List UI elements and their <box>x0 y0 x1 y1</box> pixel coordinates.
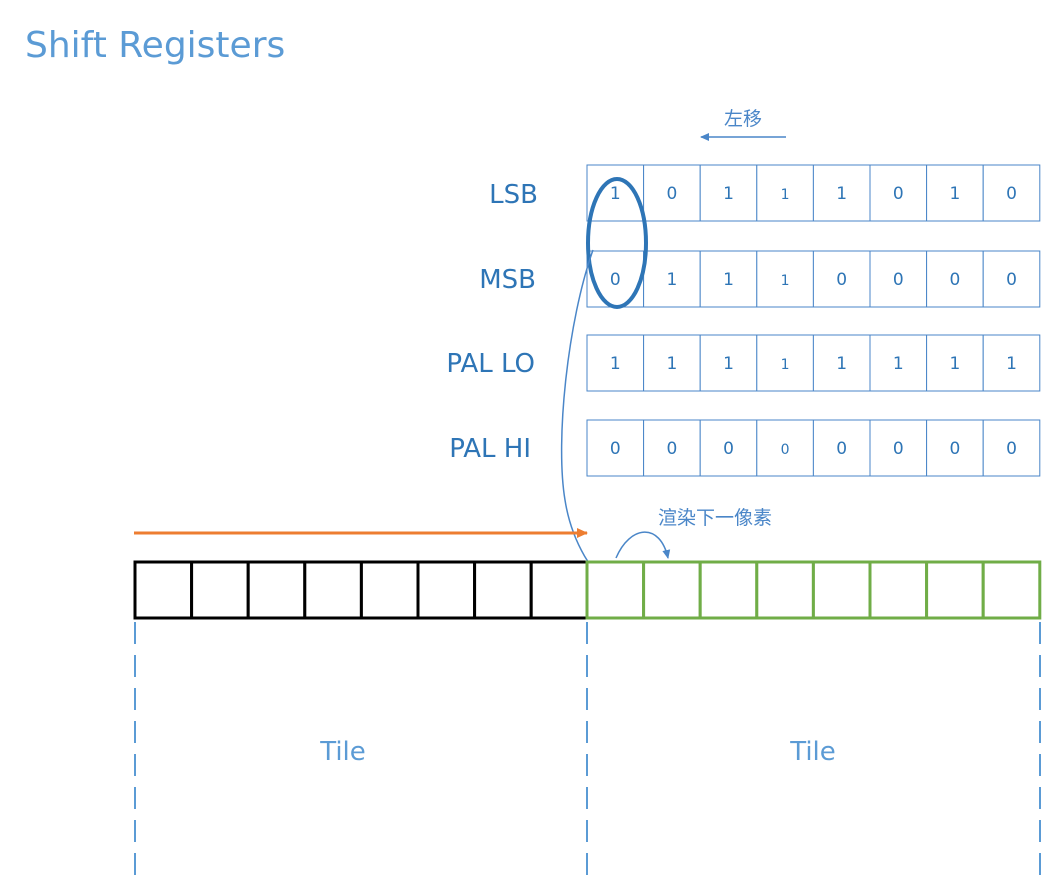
register-cell-msb-2 <box>699 250 758 308</box>
register-bit-pal-lo-3: 1 <box>781 357 790 373</box>
register-cell-msb-5 <box>869 250 928 308</box>
register-label-pal-hi: PAL HI <box>449 434 531 464</box>
tile-pixel-previous-4 <box>359 560 420 620</box>
register-cell-lsb-7 <box>982 164 1041 222</box>
register-cell-pal-hi-4 <box>812 419 871 477</box>
page-title: Shift Registers <box>25 25 285 66</box>
register-bit-pal-hi-5: 0 <box>893 439 904 459</box>
tile-pixel-previous-2 <box>246 560 307 620</box>
register-bit-pal-hi-6: 0 <box>949 439 960 459</box>
register-label-lsb: LSB <box>489 180 538 210</box>
render-next-pixel-arrow <box>615 531 671 559</box>
register-bit-msb-1: 1 <box>666 270 677 290</box>
register-cell-pal-lo-3 <box>756 334 814 392</box>
tile-pixel-current-3 <box>755 560 815 620</box>
tile-pixel-current-4 <box>811 560 872 620</box>
register-bit-pal-lo-1: 1 <box>666 354 677 374</box>
register-cells: 1 0 1 1 1 0 1 0 0 1 1 1 0 0 0 0 1 1 1 1 1 1 1 1 0 0 0 0 0 0 0 0 <box>586 164 1041 477</box>
register-bit-lsb-0: 1 <box>610 184 621 204</box>
register-bit-pal-hi-2: 0 <box>723 439 734 459</box>
register-bit-pal-hi-4: 0 <box>836 439 847 459</box>
register-bit-pal-hi-1: 0 <box>666 439 677 459</box>
register-bit-lsb-3: 1 <box>781 187 790 203</box>
register-bit-lsb-1: 0 <box>666 184 677 204</box>
render-next-pixel-note: 渲染下一像素 <box>658 507 772 529</box>
register-bit-msb-6: 0 <box>949 270 960 290</box>
register-bit-lsb-5: 0 <box>893 184 904 204</box>
register-cell-pal-lo-2 <box>699 334 758 392</box>
register-cell-pal-hi-6 <box>926 419 984 477</box>
register-cell-lsb-2 <box>699 164 758 222</box>
register-cell-lsb-5 <box>869 164 928 222</box>
register-cell-pal-lo-4 <box>812 334 871 392</box>
register-cell-msb-6 <box>926 250 984 308</box>
register-bit-msb-0: 0 <box>610 270 621 290</box>
tile-pixel-current-7 <box>981 560 1042 620</box>
highlight-ellipse <box>586 177 648 309</box>
register-bit-pal-hi-7: 0 <box>1006 439 1017 459</box>
register-bit-lsb-6: 1 <box>949 184 960 204</box>
register-cell-pal-hi-7 <box>982 419 1041 477</box>
register-bit-lsb-2: 1 <box>723 184 734 204</box>
tile-pixel-previous-1 <box>190 560 250 620</box>
register-bit-pal-lo-0: 1 <box>610 354 621 374</box>
tile-pixel-rows <box>133 560 1042 620</box>
tile-pixel-current-6 <box>925 560 985 620</box>
tile-pixel-previous-5 <box>416 560 477 620</box>
register-bit-msb-4: 0 <box>836 270 847 290</box>
register-bit-pal-lo-2: 1 <box>723 354 734 374</box>
register-cell-msb-4 <box>812 250 871 308</box>
register-cell-pal-lo-1 <box>643 334 701 392</box>
register-cell-pal-hi-0 <box>586 419 645 477</box>
register-cell-lsb-1 <box>643 164 701 222</box>
register-label-msb: MSB <box>479 265 536 295</box>
tile-pixel-current-2 <box>698 560 759 620</box>
register-bit-lsb-4: 1 <box>836 184 847 204</box>
tile-pixel-previous-3 <box>303 560 363 620</box>
tile-pixel-previous-6 <box>473 560 533 620</box>
tile-pixel-current-1 <box>642 560 702 620</box>
register-bit-msb-5: 0 <box>893 270 904 290</box>
tile-pixel-current-5 <box>868 560 929 620</box>
register-cell-pal-hi-5 <box>869 419 928 477</box>
register-bit-pal-lo-7: 1 <box>1006 354 1017 374</box>
tile-pixel-current-0 <box>585 560 646 620</box>
tile-pixel-previous-0 <box>133 560 194 620</box>
register-bit-pal-lo-6: 1 <box>949 354 960 374</box>
register-cell-pal-lo-7 <box>982 334 1041 392</box>
tile-pixel-previous-7 <box>529 560 590 620</box>
register-label-pal-lo: PAL LO <box>446 349 535 379</box>
register-bit-pal-hi-3: 0 <box>781 442 790 458</box>
register-cell-pal-hi-2 <box>699 419 758 477</box>
shift-left-note: 左移 <box>724 108 762 130</box>
tile-label-current: Tile <box>789 737 836 767</box>
register-bit-msb-7: 0 <box>1006 270 1017 290</box>
register-cell-msb-7 <box>982 250 1041 308</box>
register-bit-pal-hi-0: 0 <box>610 439 621 459</box>
tile-label-previous: Tile <box>319 737 366 767</box>
register-bit-pal-lo-4: 1 <box>836 354 847 374</box>
register-bit-msb-2: 1 <box>723 270 734 290</box>
register-cell-pal-hi-1 <box>643 419 701 477</box>
register-cell-pal-hi-3 <box>756 419 814 477</box>
register-bit-msb-3: 1 <box>781 273 790 289</box>
register-bit-pal-lo-5: 1 <box>893 354 904 374</box>
register-cell-msb-1 <box>643 250 701 308</box>
register-bit-lsb-7: 0 <box>1006 184 1017 204</box>
register-cell-pal-lo-6 <box>926 334 984 392</box>
register-cell-pal-lo-0 <box>586 334 645 392</box>
